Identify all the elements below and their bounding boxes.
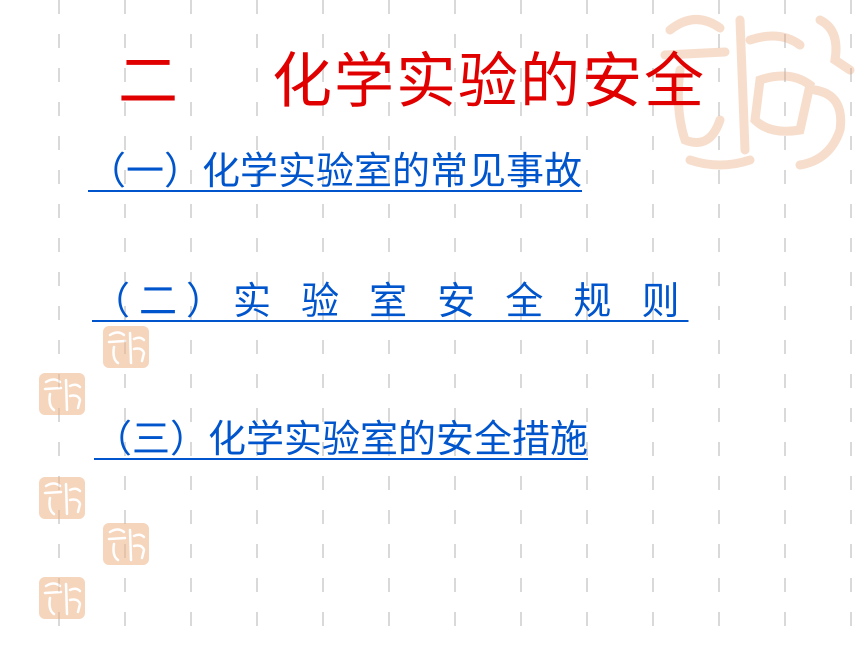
auspicious-seal-icon (103, 523, 149, 565)
link-common-accidents[interactable]: （一）化学实验室的常见事故 (88, 149, 583, 193)
title-number: 二 (118, 47, 180, 117)
auspicious-seal-icon (103, 326, 149, 368)
auspicious-seal-icon (39, 477, 85, 519)
auspicious-seal-icon (39, 373, 85, 415)
link-safety-rules[interactable]: （二）实 验 室 安 全 规 则 (92, 279, 689, 323)
link-safety-measures[interactable]: （三）化学实验室的安全措施 (94, 417, 589, 461)
title-text: 化学实验的安全 (272, 47, 706, 117)
auspicious-seal-icon (39, 577, 85, 619)
slide-title: 二化学实验的安全 (118, 52, 706, 112)
auspicious-seal-icon (660, 15, 855, 170)
